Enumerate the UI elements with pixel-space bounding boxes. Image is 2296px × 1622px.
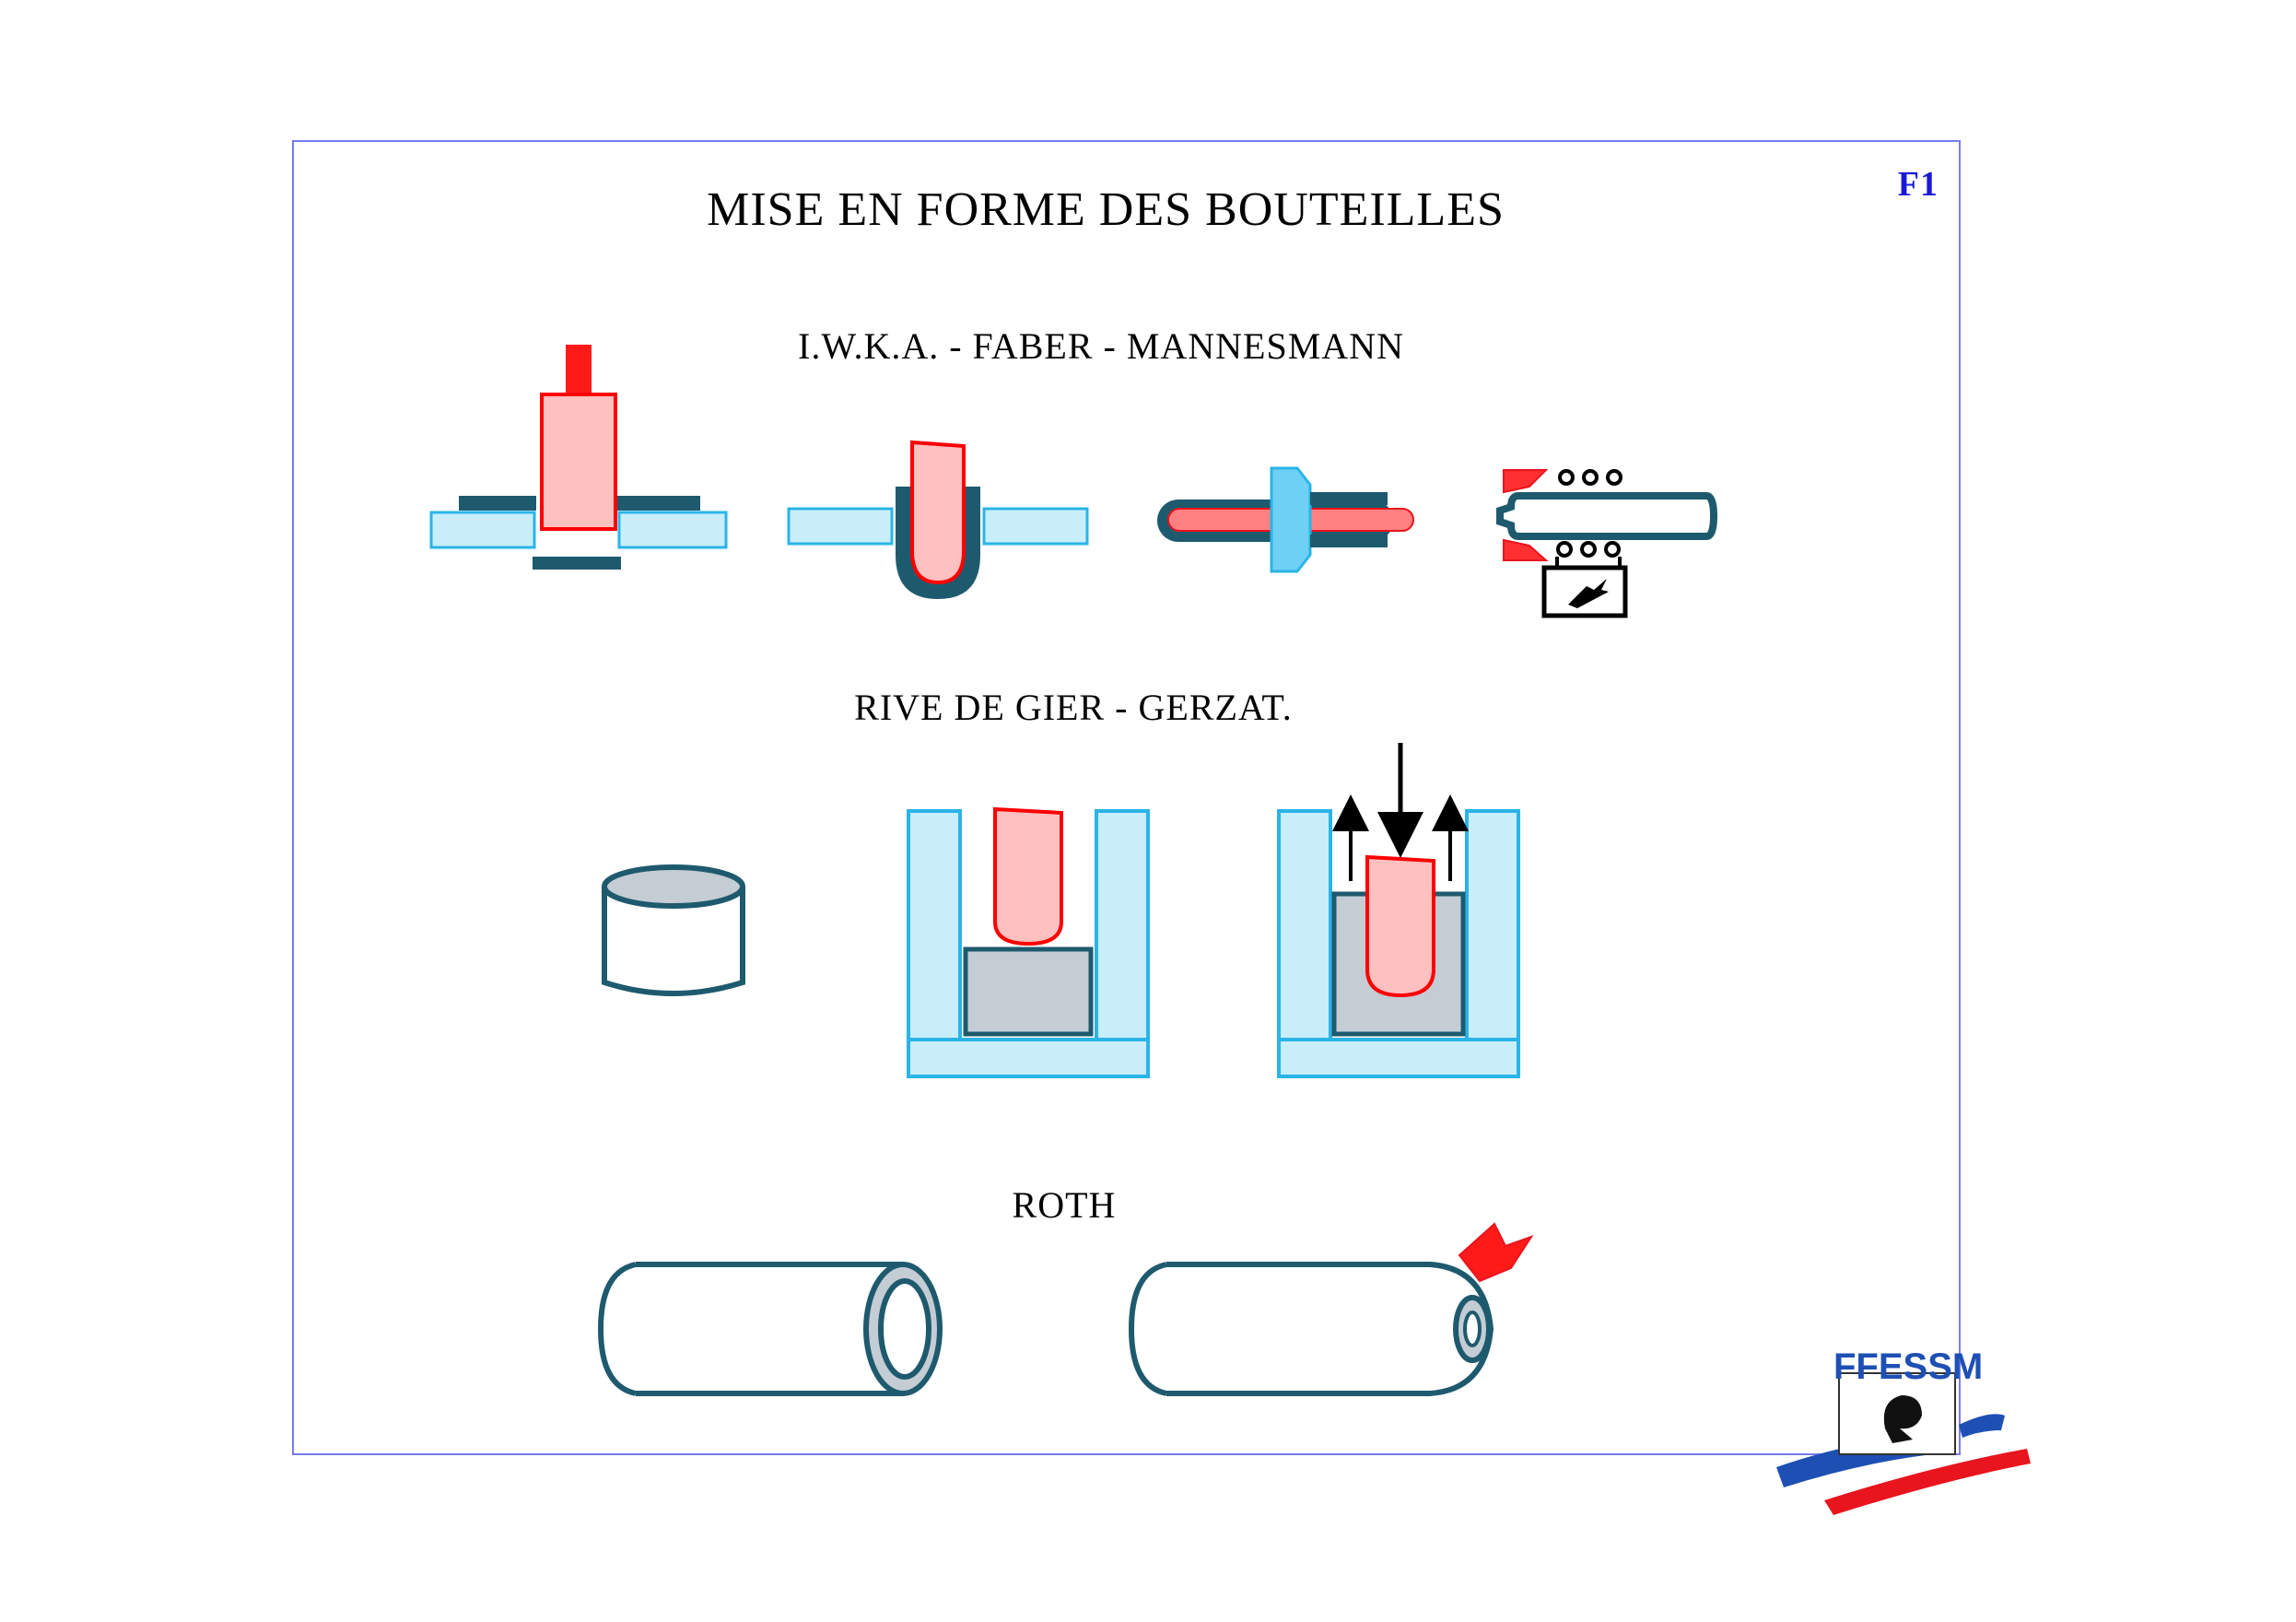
punch [993, 806, 1063, 946]
container-wall-right [1095, 809, 1150, 1041]
punch-rod [566, 345, 592, 394]
tube-bore [878, 1278, 931, 1380]
billet-body [602, 887, 745, 996]
ffessm-logo: FFESSM [1776, 1346, 2031, 1515]
punch [1365, 854, 1435, 998]
coil-bottom-2 [1580, 541, 1597, 558]
die-left [429, 511, 536, 549]
flag-red-stripe [1824, 1449, 2031, 1515]
iwka-step-2-cup [787, 440, 1089, 599]
section-heading-roth: ROTH [1012, 1184, 1117, 1226]
die-right [617, 511, 728, 549]
rdg-press-step-2 [1277, 743, 1520, 1078]
iwka-step-4-necking [1496, 469, 1718, 618]
lightning-icon [1568, 579, 1609, 608]
press-plate-left [459, 496, 536, 511]
section-heading-iwka: I.W.K.A. - FABER - MANNESMANN [798, 325, 1404, 367]
die-right [982, 507, 1089, 546]
tube-body [1166, 1262, 1494, 1396]
coil-bottom-1 [1556, 541, 1573, 558]
bottom-plate [533, 557, 621, 570]
flag-blue-stripe-2 [1959, 1414, 2005, 1438]
rdg-press-step-1 [907, 806, 1150, 1078]
container-base [1277, 1038, 1520, 1078]
billet-top [602, 864, 745, 909]
roth-tube-open [597, 1262, 943, 1396]
billet-in-die [963, 946, 1094, 1037]
die-left [787, 507, 894, 546]
press-plate-right [615, 496, 700, 511]
punch [910, 440, 966, 585]
slide-title: MISE EN FORME DES BOUTEILLES [707, 183, 1505, 236]
logo-text: FFESSM [1833, 1346, 1983, 1387]
slide-frame [292, 140, 1961, 1455]
tube-body-lines [636, 1262, 903, 1396]
billet [540, 393, 617, 531]
coil-top-2 [1582, 469, 1599, 486]
spun-neck-bore [1463, 1311, 1482, 1347]
spinning-tool [1458, 1222, 1534, 1283]
rdg-billet [602, 864, 745, 996]
coil-bottom-3 [1604, 541, 1621, 558]
section-heading-rive-de-gier: RIVE DE GIER - GERZAT. [854, 687, 1293, 728]
die-holder-top [1310, 492, 1388, 505]
coil-top-3 [1606, 469, 1622, 486]
container-wall-left [1277, 809, 1332, 1041]
neck-tool-top [1503, 469, 1549, 494]
neck-tool-bottom [1503, 538, 1549, 561]
tube-back-edge [597, 1262, 637, 1396]
roth-tube-spun [1128, 1222, 1534, 1396]
bottle-shell [1496, 492, 1718, 540]
cup-shell [896, 487, 980, 599]
diver-helmet-icon [1883, 1395, 1922, 1443]
container-wall-right [1465, 809, 1520, 1041]
slide-code: F1 [1897, 165, 1939, 204]
drawing-die [1270, 466, 1312, 573]
tube-back-edge [1128, 1262, 1167, 1396]
container-wall-left [907, 809, 962, 1041]
iwka-step-3-drawing [1157, 466, 1414, 573]
iwka-step-1-piercing [429, 345, 728, 570]
die-holder-bottom [1310, 535, 1388, 547]
coil-top-1 [1558, 469, 1575, 486]
container-base [907, 1038, 1150, 1078]
